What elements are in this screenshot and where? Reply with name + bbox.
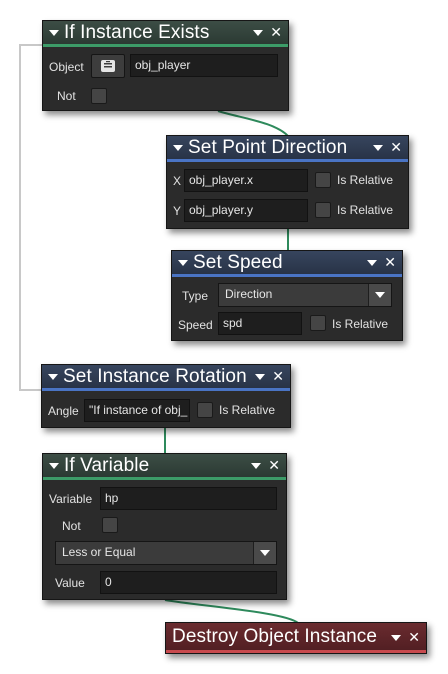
not-label: Not	[62, 519, 81, 533]
node-title: Set Instance Rotation	[63, 365, 247, 387]
value-field[interactable]: 0	[100, 571, 277, 594]
not-checkbox[interactable]	[91, 88, 107, 104]
comparison-value: Less or Equal	[62, 545, 136, 559]
variable-field[interactable]: hp	[100, 487, 277, 510]
speed-label: Speed	[178, 318, 213, 332]
x-relative-checkbox[interactable]	[315, 172, 331, 188]
menu-dropdown-icon[interactable]	[391, 635, 402, 641]
close-icon[interactable]: ✕	[268, 458, 280, 474]
node-title: If Variable	[64, 454, 150, 476]
menu-dropdown-icon[interactable]	[373, 145, 384, 151]
close-icon[interactable]: ✕	[408, 630, 420, 646]
node-title: Set Speed	[193, 251, 283, 273]
close-icon[interactable]: ✕	[272, 369, 284, 385]
not-checkbox[interactable]	[102, 517, 118, 533]
node-title: Destroy Object Instance	[172, 625, 378, 647]
type-dropdown[interactable]: Direction	[218, 283, 392, 307]
x-field[interactable]: obj_player.x	[184, 169, 308, 192]
chevron-down-icon[interactable]	[253, 542, 276, 564]
menu-dropdown-icon[interactable]	[367, 260, 378, 266]
collapse-arrow-icon[interactable]	[48, 373, 58, 380]
close-icon[interactable]: ✕	[384, 255, 396, 271]
not-label: Not	[57, 89, 76, 103]
y-relative-label: Is Relative	[337, 203, 394, 217]
variable-label: Variable	[49, 492, 93, 506]
close-icon[interactable]: ✕	[390, 140, 402, 156]
node-header[interactable]: If Instance Exists ✕	[43, 21, 288, 47]
node-header[interactable]: Set Point Direction ✕	[167, 136, 408, 162]
node-header[interactable]: If Variable ✕	[43, 454, 286, 480]
set-instance-rotation-node[interactable]: Set Instance Rotation ✕ Angle "If instan…	[41, 364, 291, 428]
collapse-arrow-icon[interactable]	[178, 259, 188, 266]
value-label: Value	[55, 576, 85, 590]
set-speed-node[interactable]: Set Speed ✕ Type Direction Speed spd Is …	[171, 250, 403, 341]
destroy-instance-node[interactable]: Destroy Object Instance ✕	[165, 622, 427, 654]
relative-label: Is Relative	[332, 317, 389, 331]
type-value: Direction	[225, 287, 273, 301]
y-label: Y	[173, 204, 182, 218]
angle-label: Angle	[48, 404, 79, 418]
x-relative-label: Is Relative	[337, 173, 394, 187]
node-header[interactable]: Destroy Object Instance ✕	[166, 623, 426, 653]
close-icon[interactable]: ✕	[270, 25, 282, 41]
y-field[interactable]: obj_player.y	[184, 199, 308, 222]
relative-label: Is Relative	[219, 403, 276, 417]
node-title: If Instance Exists	[64, 21, 210, 43]
if-variable-node[interactable]: If Variable ✕ Variable hp Not Less or Eq…	[42, 453, 287, 600]
node-title: Set Point Direction	[188, 136, 348, 158]
comparison-dropdown[interactable]: Less or Equal	[55, 541, 277, 565]
relative-checkbox[interactable]	[197, 402, 213, 418]
collapse-arrow-icon[interactable]	[49, 462, 59, 469]
object-label: Object	[49, 60, 84, 74]
collapse-arrow-icon[interactable]	[49, 29, 59, 36]
angle-field[interactable]: "If instance of obj_	[84, 399, 190, 422]
menu-dropdown-icon[interactable]	[255, 374, 266, 380]
node-header[interactable]: Set Instance Rotation ✕	[42, 365, 290, 391]
menu-dropdown-icon[interactable]	[251, 463, 262, 469]
menu-dropdown-icon[interactable]	[253, 30, 264, 36]
node-header[interactable]: Set Speed ✕	[172, 251, 402, 277]
x-label: X	[173, 174, 182, 188]
relative-checkbox[interactable]	[310, 315, 326, 331]
type-label: Type	[182, 289, 209, 303]
object-picker-button[interactable]	[91, 54, 125, 78]
y-relative-checkbox[interactable]	[315, 202, 331, 218]
set-point-direction-node[interactable]: Set Point Direction ✕ X obj_player.x Is …	[166, 135, 409, 229]
if-instance-exists-node[interactable]: If Instance Exists ✕ Object obj_player N…	[42, 20, 289, 111]
object-field[interactable]: obj_player	[130, 54, 278, 77]
chevron-down-icon[interactable]	[368, 284, 391, 306]
object-icon	[101, 60, 115, 72]
collapse-arrow-icon[interactable]	[173, 144, 183, 151]
speed-field[interactable]: spd	[218, 312, 302, 335]
